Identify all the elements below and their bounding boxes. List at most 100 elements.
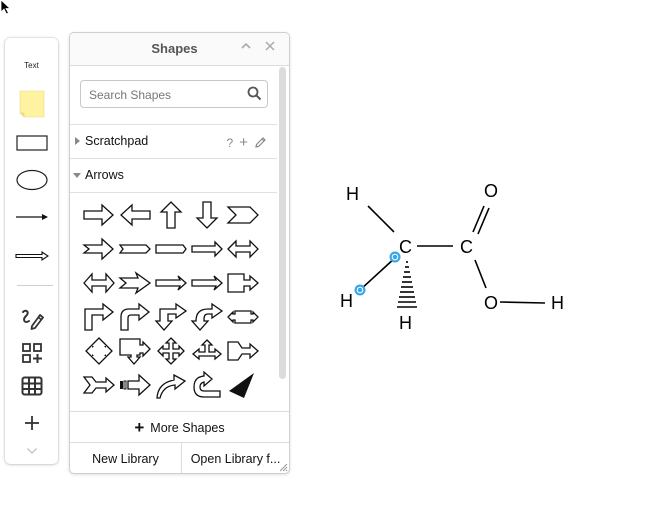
arrow-up-icon (159, 201, 183, 229)
atom-carbon[interactable]: C (460, 237, 473, 257)
more-shapes-label: More Shapes (150, 420, 225, 435)
close-icon[interactable] (263, 39, 277, 53)
plus-icon: + (134, 418, 145, 437)
new-library-button[interactable]: New Library (70, 443, 182, 473)
section-label: Scratchpad (85, 134, 149, 148)
open-library-button[interactable]: Open Library f... (190, 451, 281, 466)
bent-arrow-rounded-icon (120, 302, 151, 331)
shape-bent-arrow[interactable] (82, 301, 116, 333)
callout-down-right-icon (119, 338, 151, 365)
toolbar-table[interactable] (5, 373, 58, 399)
add-icon[interactable]: + (239, 134, 248, 151)
toolbar-add-shapes[interactable] (5, 340, 58, 366)
toolbar-sticky-note[interactable] (5, 88, 58, 120)
toolbar-insert[interactable] (5, 410, 58, 436)
pencil-icon[interactable] (254, 136, 267, 149)
shape-pentagon-bar-long[interactable] (154, 233, 188, 265)
notched-arrow-icon (82, 237, 114, 261)
arrow-line-icon (15, 214, 48, 220)
toolbar-arrow[interactable] (5, 209, 58, 225)
shape-notched-arrow-right[interactable] (82, 233, 116, 265)
caret-down-icon (73, 173, 81, 178)
shape-arrow-right[interactable] (82, 199, 116, 231)
shape-callout-arrow-right[interactable] (226, 267, 260, 299)
selection-handle-start[interactable] (389, 251, 401, 263)
molecule-bonds (354, 205, 546, 308)
chevron-arrow-icon (226, 206, 259, 224)
curved-bent-arrow-icon (190, 302, 224, 331)
u-turn-arrow-icon (193, 370, 221, 398)
toolbar-freehand[interactable] (5, 306, 58, 332)
shape-curved-arrow[interactable] (154, 369, 188, 401)
quad-arrow-icon (157, 337, 185, 365)
shape-bent-arrow-rounded[interactable] (118, 301, 152, 333)
shape-quad-arrow[interactable] (154, 335, 188, 367)
toolbar-more[interactable] (5, 443, 58, 459)
shape-arrow-left[interactable] (118, 199, 152, 231)
notched-arrow-icon (118, 271, 152, 295)
quad-arrow-icon (85, 337, 113, 365)
callout-double-arrow-icon (227, 341, 259, 361)
shape-striped-notched-arrow[interactable] (118, 267, 152, 299)
shape-double-arrow-h-2[interactable] (82, 267, 116, 299)
toolbar-ellipse[interactable] (5, 168, 58, 192)
search-shapes-field (80, 80, 268, 108)
panel-scrollbar[interactable] (277, 66, 289, 411)
shape-arrow-right-thin-2[interactable] (190, 267, 224, 299)
hashed-wedge-bond (397, 261, 417, 308)
selection-handle-end[interactable] (354, 284, 366, 296)
toolbar-thick-arrow[interactable] (5, 248, 58, 264)
bent-up-arrow-icon (154, 302, 188, 331)
search-icon[interactable] (247, 86, 262, 101)
shape-callout-down-right[interactable] (118, 335, 152, 367)
more-shapes-button[interactable]: + More Shapes (70, 411, 289, 443)
atom-hydrogen[interactable]: H (346, 184, 359, 204)
shape-u-turn-arrow-curved[interactable] (190, 301, 224, 333)
chevron-up-icon[interactable] (239, 39, 253, 53)
shape-chevron-right[interactable] (226, 199, 260, 231)
diagram-canvas[interactable]: H C C O O H H H (295, 0, 658, 514)
help-icon[interactable]: ? (226, 135, 234, 150)
shape-left-right-arrow-callout[interactable] (226, 301, 260, 333)
caret-right-icon (75, 137, 80, 145)
search-input[interactable] (87, 85, 241, 105)
shape-wedge[interactable] (226, 369, 260, 401)
shape-callout-double-arrow[interactable] (226, 335, 260, 367)
atom-hydrogen[interactable]: H (551, 293, 564, 313)
atom-hydrogen[interactable]: H (340, 291, 353, 311)
resize-grip-icon[interactable] (278, 462, 288, 472)
toolbar-text-shape[interactable]: Text (5, 56, 58, 74)
shape-arrow-right-thin[interactable] (154, 267, 188, 299)
shape-quad-arrow-diamond[interactable] (82, 335, 116, 367)
section-scratchpad[interactable]: Scratchpad ? + (70, 124, 277, 158)
shape-arrow-up[interactable] (154, 199, 188, 231)
swallowtail-arrow-icon (82, 376, 115, 394)
section-arrows[interactable]: Arrows (70, 158, 277, 193)
arrow-down-icon (195, 201, 219, 229)
shape-pentagon-bar[interactable] (118, 233, 152, 265)
shape-double-arrow-h[interactable] (226, 233, 260, 265)
shape-u-turn-arrow[interactable] (190, 369, 224, 401)
ellipse-icon (15, 169, 48, 191)
shape-notched-arrow-right-2[interactable] (82, 369, 116, 401)
shapes-panel: Shapes Scratchpad ? + Arrows (69, 32, 290, 474)
shape-arrow-right-long[interactable] (190, 233, 224, 265)
shape-arrow-down[interactable] (190, 199, 224, 231)
panel-title: Shapes (151, 41, 198, 56)
scrollbar-thumb[interactable] (279, 67, 286, 379)
shape-striped-arrow[interactable] (118, 369, 152, 401)
bent-arrow-icon (84, 302, 115, 331)
atom-carbon[interactable]: C (399, 237, 412, 257)
striped-arrow-icon (120, 373, 151, 397)
atom-oxygen[interactable]: O (484, 293, 499, 313)
shape-left-right-up-arrow[interactable] (190, 335, 224, 367)
atom-hydrogen[interactable]: H (399, 313, 412, 333)
left-toolbar: Text (5, 38, 58, 464)
section-label: Arrows (85, 168, 124, 182)
panel-header[interactable]: Shapes (70, 33, 289, 66)
wedge-icon (229, 373, 254, 398)
text-shape-label: Text (24, 60, 39, 70)
shape-bent-up-arrow[interactable] (154, 301, 188, 333)
atom-oxygen[interactable]: O (484, 181, 499, 201)
toolbar-rectangle[interactable] (5, 132, 58, 154)
